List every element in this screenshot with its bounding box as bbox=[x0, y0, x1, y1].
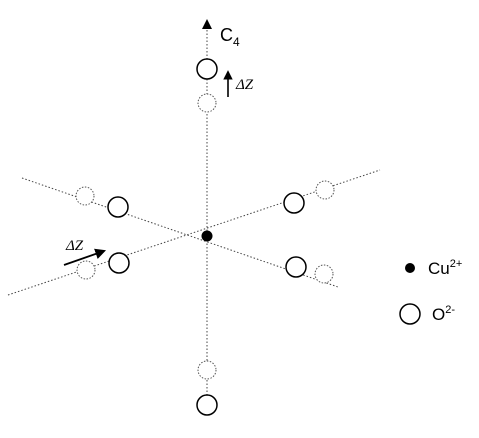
legend-cu-label: Cu2+ bbox=[428, 258, 462, 278]
oxygen-ghost-bottom bbox=[197, 360, 217, 380]
legend-cu-marker bbox=[405, 263, 415, 273]
oxygen-bottom bbox=[196, 394, 218, 416]
legend-o-label: O2- bbox=[432, 304, 455, 324]
axis-line-b bbox=[7, 169, 381, 296]
copper-ion-center bbox=[201, 230, 213, 242]
delta-z-label-top: ΔZ bbox=[235, 77, 254, 93]
oxygen-right-upper bbox=[283, 192, 305, 214]
delta-z-arrow-diagonal bbox=[63, 248, 107, 266]
oxygen-right-lower bbox=[285, 256, 307, 278]
legend-o-marker bbox=[399, 303, 421, 325]
oxygen-left-lower bbox=[108, 252, 130, 274]
oxygen-top bbox=[196, 58, 218, 80]
oxygen-ghost-left-upper bbox=[75, 186, 95, 206]
oxygen-ghost-right-lower bbox=[314, 264, 334, 284]
oxygen-left-upper bbox=[107, 196, 129, 218]
oxygen-ghost-top bbox=[197, 93, 217, 113]
delta-z-label-left: ΔZ bbox=[65, 238, 84, 254]
c4-label: C4 bbox=[220, 25, 240, 49]
oxygen-ghost-left-lower bbox=[76, 260, 96, 280]
oxygen-ghost-right-upper bbox=[315, 180, 335, 200]
c4-arrow-icon bbox=[202, 19, 212, 29]
